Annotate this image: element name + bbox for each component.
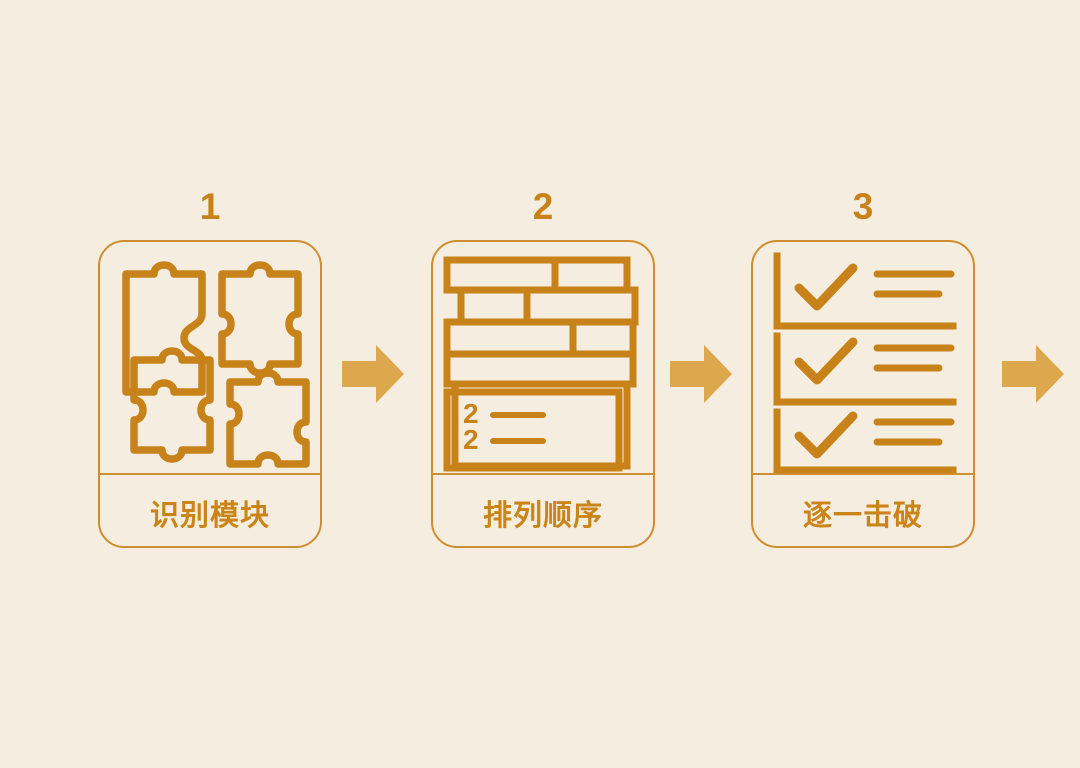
arrow-step1-to-step2 (340, 343, 406, 405)
card-divider-1 (100, 473, 320, 475)
step-card-3[interactable]: 逐一击破 (751, 240, 975, 548)
step-number-2: 2 (532, 186, 554, 227)
card-divider-3 (753, 473, 973, 475)
svg-text:2: 2 (463, 424, 479, 455)
arrow-step2-to-step3 (668, 343, 734, 405)
process-step-2[interactable]: 2 (428, 188, 658, 558)
svg-text:2: 2 (463, 398, 479, 429)
process-flow: 1 识别模块 (0, 188, 1080, 558)
step-label-1: 识别模块 (149, 500, 270, 532)
process-step-1[interactable]: 1 识别模块 (95, 188, 325, 558)
step-card-1[interactable]: 识别模块 (98, 240, 322, 548)
card-divider-2 (433, 473, 653, 475)
step-card-2[interactable]: 2 2 排列顺序 (431, 240, 655, 548)
process-step-3[interactable]: 3 (748, 188, 978, 558)
checklist-icon (753, 242, 973, 473)
step-number-1: 1 (199, 186, 221, 227)
stacked-blocks-list-icon: 2 2 (433, 242, 653, 473)
step-label-3: 逐一击破 (802, 500, 923, 532)
step-number-3: 3 (852, 186, 874, 227)
step-label-2: 排列顺序 (482, 500, 603, 532)
puzzle-pieces-icon (100, 242, 320, 473)
arrow-step3-to-next (1000, 343, 1066, 405)
